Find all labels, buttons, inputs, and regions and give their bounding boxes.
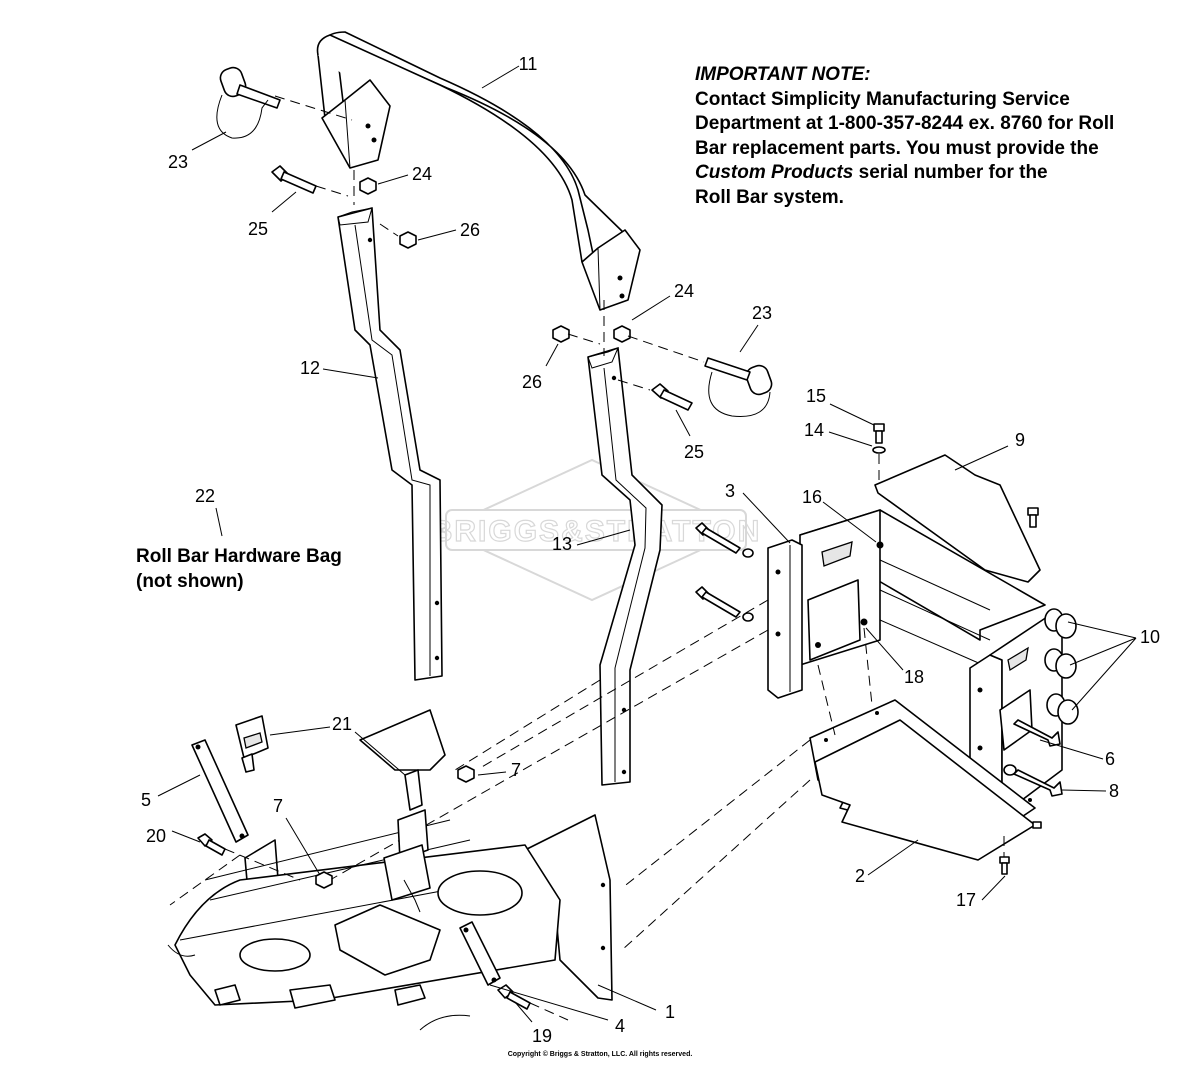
bolt-part-15 [873,423,885,444]
callout-21: 21 [332,714,352,734]
callout-23-left: 23 [168,152,188,172]
watermark-logo: BRIGGS&STRATTON [430,458,760,602]
bolt-part-3-upper [695,522,754,558]
callout-25-right: 25 [684,442,704,462]
callout-12: 12 [300,358,320,378]
callout-16: 16 [802,487,822,507]
callout-24-left: 24 [412,164,432,184]
callout-6: 6 [1105,749,1115,769]
important-note-line-3: Bar replacement parts. You must provide … [695,137,1099,159]
custom-products-text: Custom Products [695,162,854,183]
callout-8: 8 [1109,781,1119,801]
hitch-pin-part-23-left [216,66,281,139]
callout-18: 18 [904,667,924,687]
important-note-title: IMPORTANT NOTE: [695,64,871,85]
nut-part-26-left [399,231,417,249]
right-upright-part-13 [587,347,663,786]
callout-14: 14 [804,420,824,440]
nut-part-24-right [613,325,631,343]
bolt-part-8 [1003,764,1063,797]
bolt-part-20 [197,833,226,856]
callout-7-right: 7 [511,760,521,780]
callout-17: 17 [956,890,976,910]
seat-belt-part-21 [235,715,431,913]
screw-part-17 [999,821,1042,875]
nut-part-26-right [552,325,570,343]
hardware-bag-line-2: (not shown) [136,571,244,592]
callout-10: 10 [1140,627,1160,647]
important-note-line-4-rest: serial number for the [853,162,1048,183]
callout-19: 19 [532,1026,552,1046]
callout-25-left: 25 [248,219,268,239]
bolt-part-25-left [271,165,317,194]
important-note: IMPORTANT NOTE: Contact Simplicity Manuf… [695,63,1165,210]
callout-20: 20 [146,826,166,846]
hardware-bag-label: Roll Bar Hardware Bag (not shown) [136,544,342,594]
bolt-side-upper [1027,507,1039,528]
roll-bar-top-part-11 [316,31,641,311]
leader-lines [157,65,1137,1023]
callout-13: 13 [552,534,572,554]
hitch-pin-part-23-right [704,357,773,417]
left-upright-part-12 [337,207,443,681]
mower-frame-part-1 [167,709,613,1031]
callout-4: 4 [615,1016,625,1036]
callout-26-right: 26 [522,372,542,392]
important-note-line-2: Department at 1-800-357-8244 ex. 8760 fo… [695,113,1115,134]
callout-22: 22 [195,486,215,506]
callout-2: 2 [855,866,865,886]
important-note-line-1: Contact Simplicity Manufacturing Service [695,88,1070,110]
copyright-notice: Copyright © Briggs & Stratton, LLC. All … [507,1051,693,1058]
bolt-part-3-lower [695,586,754,622]
callout-24-right: 24 [674,281,694,301]
callout-1: 1 [665,1002,675,1022]
callout-7-left: 7 [273,796,283,816]
strap-part-5 [191,739,249,843]
callout-15: 15 [806,386,826,406]
callout-26-left: 26 [460,220,480,240]
floor-plate-part-2 [809,699,1036,861]
callout-3: 3 [725,481,735,501]
callout-23-right: 23 [752,303,772,323]
hardware-bag-line-1: Roll Bar Hardware Bag [136,546,342,567]
washer-part-14 [872,446,886,454]
nut-part-7-right [457,765,475,783]
mount-bracket-assembly [767,454,1079,826]
nut-part-7-left [315,871,333,889]
important-note-line-5: Roll Bar system. [695,186,844,208]
callout-11: 11 [519,54,538,74]
important-note-line-4: Custom Products serial number for the [695,161,1165,186]
bolt-part-25-right [651,383,693,411]
nut-part-24-left [359,177,377,195]
strap-part-4 [459,921,501,986]
callout-9: 9 [1015,430,1025,450]
callout-5: 5 [141,790,151,810]
